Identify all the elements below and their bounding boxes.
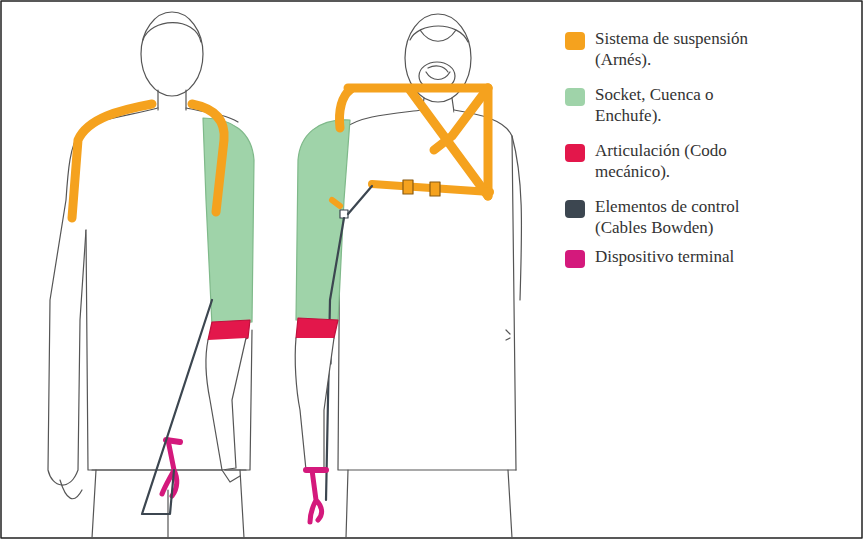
legend-text: Dispositivo terminal	[595, 246, 777, 267]
legend-swatch	[565, 32, 585, 50]
legend-swatch	[565, 250, 585, 268]
legend-text: Socket, Cuenca o Enchufe).	[595, 84, 777, 126]
legend-item: Articulación (Codo mecánico).	[565, 140, 777, 182]
legend-text: Articulación (Codo mecánico).	[595, 140, 777, 182]
legend-item: Socket, Cuenca o Enchufe).	[565, 84, 777, 126]
legend-item: Sistema de suspensión (Arnés).	[565, 28, 777, 70]
legend-item: Elementos de control (Cables Bowden)	[565, 196, 777, 238]
legend-swatch	[565, 144, 585, 162]
legend-item: Dispositivo terminal	[565, 246, 777, 268]
back-figure	[295, 14, 521, 538]
legend-text: Sistema de suspensión (Arnés).	[595, 28, 777, 70]
legend-swatch	[565, 88, 585, 106]
legend-text: Elementos de control (Cables Bowden)	[595, 196, 777, 238]
legend-swatch	[565, 200, 585, 218]
front-figure	[48, 12, 254, 538]
